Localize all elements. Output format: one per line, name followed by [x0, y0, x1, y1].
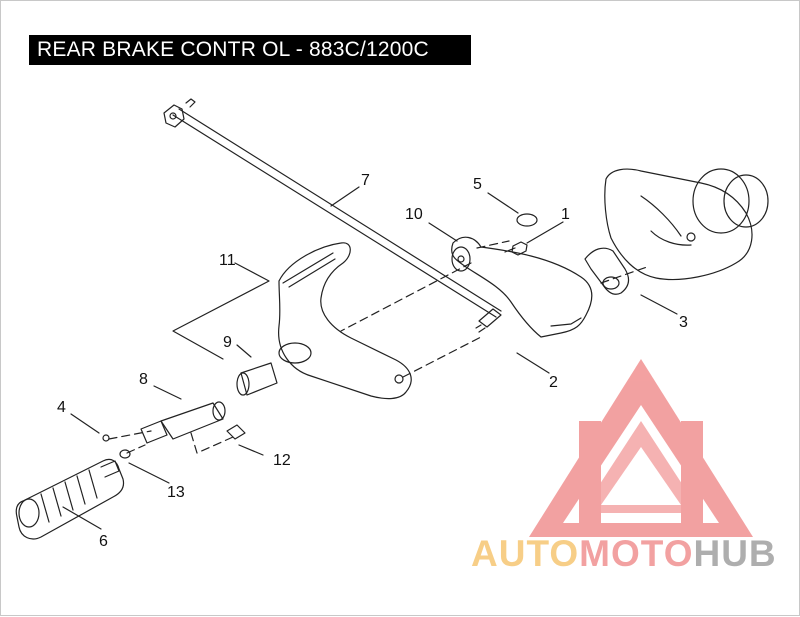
assembly-dashed-lines	[108, 240, 648, 454]
watermark-text: AUTOMOTOHUB	[471, 533, 777, 574]
brake-rod-part	[163, 98, 502, 333]
leader-lines	[62, 186, 678, 530]
automotohub-watermark: AUTOMOTOHUB	[471, 359, 777, 574]
callout-4: 4	[57, 399, 66, 416]
callout-6: 6	[99, 533, 108, 550]
callout-9: 9	[223, 334, 232, 351]
callout-5: 5	[473, 176, 482, 193]
master-cylinder-part	[604, 168, 769, 281]
callout-1: 1	[561, 206, 570, 223]
callout-3: 3	[679, 314, 688, 331]
watermark-auto: AUTO	[471, 533, 579, 574]
watermark-moto: MOTO	[579, 533, 693, 574]
diagram-title: REAR BRAKE CONTR OL - 883C/1200C	[29, 35, 471, 65]
clip-part-4	[102, 434, 110, 442]
callout-13: 13	[167, 484, 185, 501]
callout-12: 12	[273, 452, 291, 469]
pin-part-12	[226, 424, 246, 440]
ring-part-5	[516, 213, 538, 227]
watermark-hub: HUB	[693, 533, 776, 574]
callout-11: 11	[219, 252, 236, 269]
callout-labels: 1 2 3 4 5 6 7 8 9 10 11 12 13	[57, 172, 688, 550]
bushing-part-9	[236, 362, 278, 396]
washer-part-13	[119, 449, 131, 459]
callout-2: 2	[549, 374, 558, 391]
brake-pedal-lever-part-11	[278, 242, 412, 400]
callout-8: 8	[139, 371, 148, 388]
callout-10: 10	[405, 206, 423, 223]
callout-7: 7	[361, 172, 370, 189]
pedal-shaft-part-8	[140, 401, 226, 444]
clip-part-3	[584, 247, 630, 295]
watermark-logo-mark	[529, 359, 753, 537]
lever-arm-part-10	[451, 236, 593, 338]
foot-peg-part-6	[15, 458, 125, 540]
